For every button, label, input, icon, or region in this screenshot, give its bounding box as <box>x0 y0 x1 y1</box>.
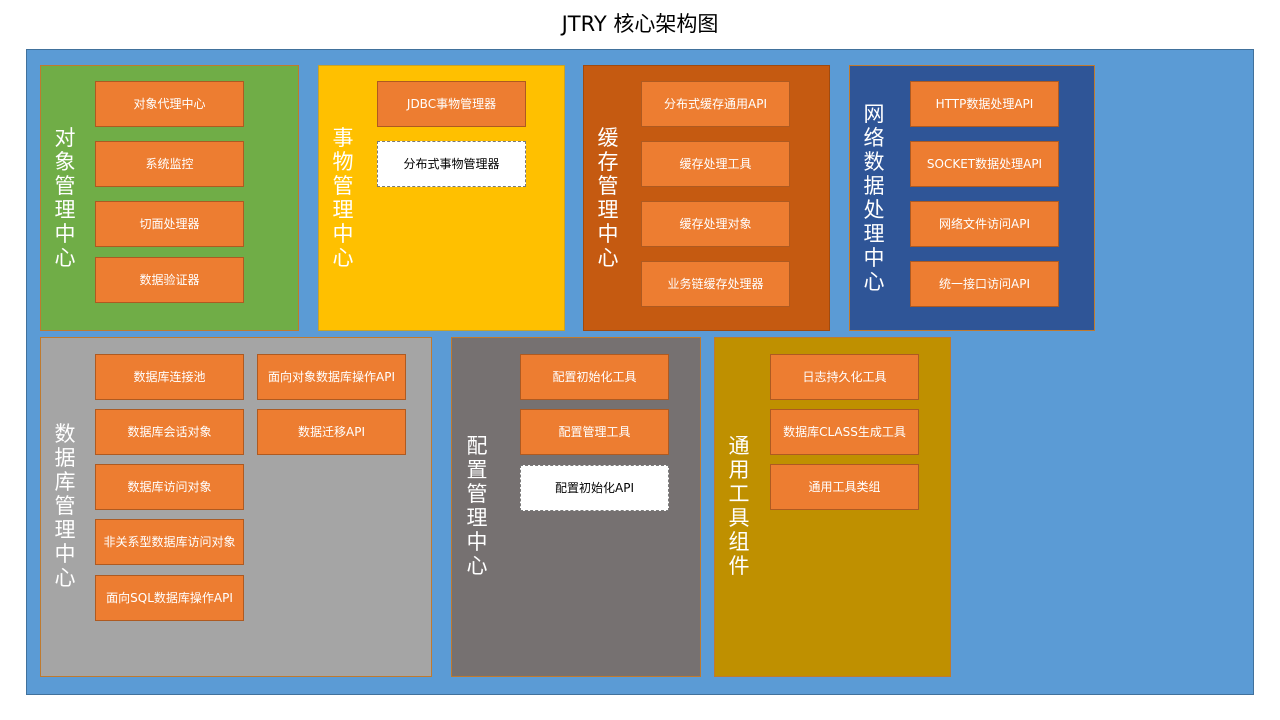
module-config-init-api: 配置初始化API <box>520 465 669 511</box>
module-network-file-api: 网络文件访问API <box>910 201 1059 247</box>
panel-object-label: 对象管理中心 <box>54 126 76 270</box>
module-object-proxy: 对象代理中心 <box>95 81 244 127</box>
module-data-validator: 数据验证器 <box>95 257 244 303</box>
module-business-chain-cache: 业务链缓存处理器 <box>641 261 790 307</box>
module-db-session: 数据库会话对象 <box>95 409 244 455</box>
panel-database-label: 数据库管理中心 <box>54 422 76 590</box>
module-unified-interface-api: 统一接口访问API <box>910 261 1059 307</box>
module-distributed-cache-api: 分布式缓存通用API <box>641 81 790 127</box>
module-http-api: HTTP数据处理API <box>910 81 1059 127</box>
panel-config-management: 配置管理中心 配置初始化工具 配置管理工具 配置初始化API <box>451 337 701 677</box>
panel-tools-label: 通用工具组件 <box>728 434 750 578</box>
diagram-title: JTRY 核心架构图 <box>561 12 719 36</box>
panel-cache-label: 缓存管理中心 <box>597 126 619 270</box>
panel-database-management: 数据库管理中心 数据库连接池 数据库会话对象 数据库访问对象 非关系型数据库访问… <box>40 337 432 677</box>
module-object-db-api: 面向对象数据库操作API <box>257 354 406 400</box>
panel-cache-management: 缓存管理中心 分布式缓存通用API 缓存处理工具 缓存处理对象 业务链缓存处理器 <box>583 65 830 331</box>
module-jdbc-transaction: JDBC事物管理器 <box>377 81 526 127</box>
panel-transaction-management: 事物管理中心 JDBC事物管理器 分布式事物管理器 <box>318 65 565 331</box>
module-socket-api: SOCKET数据处理API <box>910 141 1059 187</box>
module-cache-tool: 缓存处理工具 <box>641 141 790 187</box>
module-db-class-generator: 数据库CLASS生成工具 <box>770 409 919 455</box>
module-connection-pool: 数据库连接池 <box>95 354 244 400</box>
panel-object-management: 对象管理中心 对象代理中心 系统监控 切面处理器 数据验证器 <box>40 65 299 331</box>
panel-config-label: 配置管理中心 <box>466 434 488 578</box>
module-distributed-transaction: 分布式事物管理器 <box>377 141 526 187</box>
module-system-monitor: 系统监控 <box>95 141 244 187</box>
module-data-migration-api: 数据迁移API <box>257 409 406 455</box>
module-nosql-access: 非关系型数据库访问对象 <box>95 519 244 565</box>
panel-network-label: 网络数据处理中心 <box>863 102 885 294</box>
panel-common-tools: 通用工具组件 日志持久化工具 数据库CLASS生成工具 通用工具类组 <box>714 337 951 677</box>
module-cache-object: 缓存处理对象 <box>641 201 790 247</box>
module-aspect-processor: 切面处理器 <box>95 201 244 247</box>
module-config-management-tool: 配置管理工具 <box>520 409 669 455</box>
module-log-persistence: 日志持久化工具 <box>770 354 919 400</box>
panel-network-data: 网络数据处理中心 HTTP数据处理API SOCKET数据处理API 网络文件访… <box>849 65 1095 331</box>
module-db-access: 数据库访问对象 <box>95 464 244 510</box>
module-config-init-tool: 配置初始化工具 <box>520 354 669 400</box>
module-sql-api: 面向SQL数据库操作API <box>95 575 244 621</box>
module-common-utils: 通用工具类组 <box>770 464 919 510</box>
panel-transaction-label: 事物管理中心 <box>332 126 354 270</box>
